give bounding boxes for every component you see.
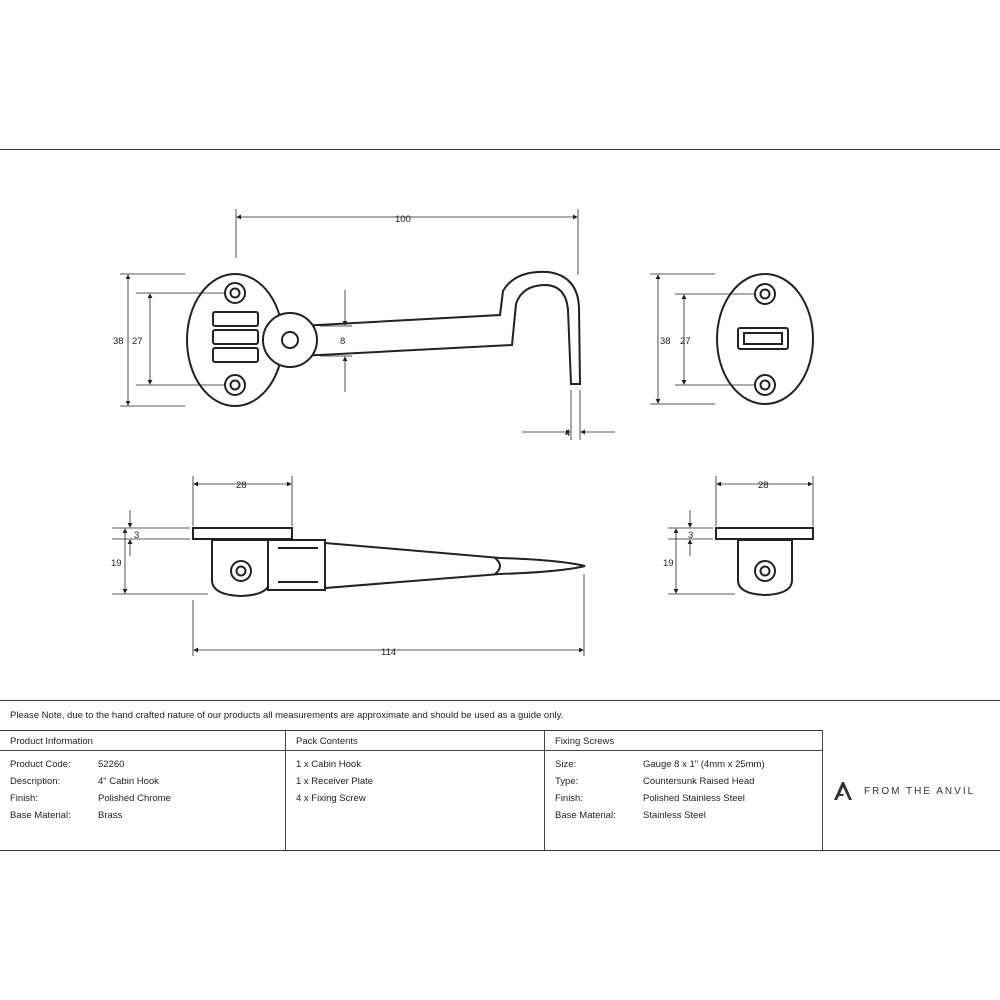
receiver-side-view xyxy=(715,527,814,597)
screw-row: Finish:Polished Stainless Steel xyxy=(555,793,745,804)
fixing-screws-heading: Fixing Screws xyxy=(555,736,615,747)
dim-receiver-plate-thickness: 3 xyxy=(688,530,693,541)
pack-item: 1 x Cabin Hook xyxy=(296,759,361,770)
dim-side-plate-thickness: 3 xyxy=(134,530,139,541)
pack-contents-heading: Pack Contents xyxy=(296,736,358,747)
product-info-row: Description:4" Cabin Hook xyxy=(10,776,159,787)
dim-hook-tip: 4 xyxy=(565,428,570,439)
table-divider xyxy=(822,730,823,851)
pack-contents-table: Pack Contents 1 x Cabin Hook 1 x Receive… xyxy=(286,730,544,851)
dim-hole-spacing: 27 xyxy=(132,336,143,347)
dim-plate-height: 38 xyxy=(113,336,124,347)
note-divider xyxy=(0,700,1000,701)
drawing-sheet xyxy=(0,149,1000,851)
receiver-front-view xyxy=(716,273,814,405)
screw-row: Size:Gauge 8 x 1" (4mm x 25mm) xyxy=(555,759,765,770)
disclaimer-note: Please Note, due to the hand crafted nat… xyxy=(10,710,564,721)
dim-side-plate-width: 28 xyxy=(236,480,247,491)
hook-arm xyxy=(299,270,582,385)
pack-item: 4 x Fixing Screw xyxy=(296,793,366,804)
product-info-row: Product Code:52260 xyxy=(10,759,125,770)
anvil-logo-icon xyxy=(834,782,852,800)
dim-side-height: 19 xyxy=(111,558,122,569)
fixing-screws-table: Fixing Screws Size:Gauge 8 x 1" (4mm x 2… xyxy=(545,730,822,851)
hook-front-view xyxy=(186,270,582,407)
brand-block: FROM THE ANVIL xyxy=(832,780,975,802)
dim-receiver-hole-spacing: 27 xyxy=(680,336,691,347)
brand-name: FROM THE ANVIL xyxy=(864,785,976,797)
product-information-heading: Product Information xyxy=(10,736,93,747)
product-info-row: Finish:Polished Chrome xyxy=(10,793,171,804)
pack-item: 1 x Receiver Plate xyxy=(296,776,374,787)
table-divider xyxy=(285,730,286,851)
dim-receiver-height-side: 19 xyxy=(663,558,674,569)
hook-side-view xyxy=(192,527,586,598)
table-divider xyxy=(544,730,545,851)
dim-receiver-height: 38 xyxy=(660,336,671,347)
dim-overall-width: 100 xyxy=(395,214,411,225)
product-info-row: Base Material:Brass xyxy=(10,810,123,821)
product-information-table: Product Information Product Code:52260 D… xyxy=(0,730,285,851)
dim-overall-length: 114 xyxy=(381,647,396,658)
screw-row: Base Material:Stainless Steel xyxy=(555,810,706,821)
dim-hook-thickness: 8 xyxy=(340,336,345,347)
screw-row: Type:Countersunk Raised Head xyxy=(555,776,755,787)
dim-receiver-plate-width: 28 xyxy=(758,480,769,491)
